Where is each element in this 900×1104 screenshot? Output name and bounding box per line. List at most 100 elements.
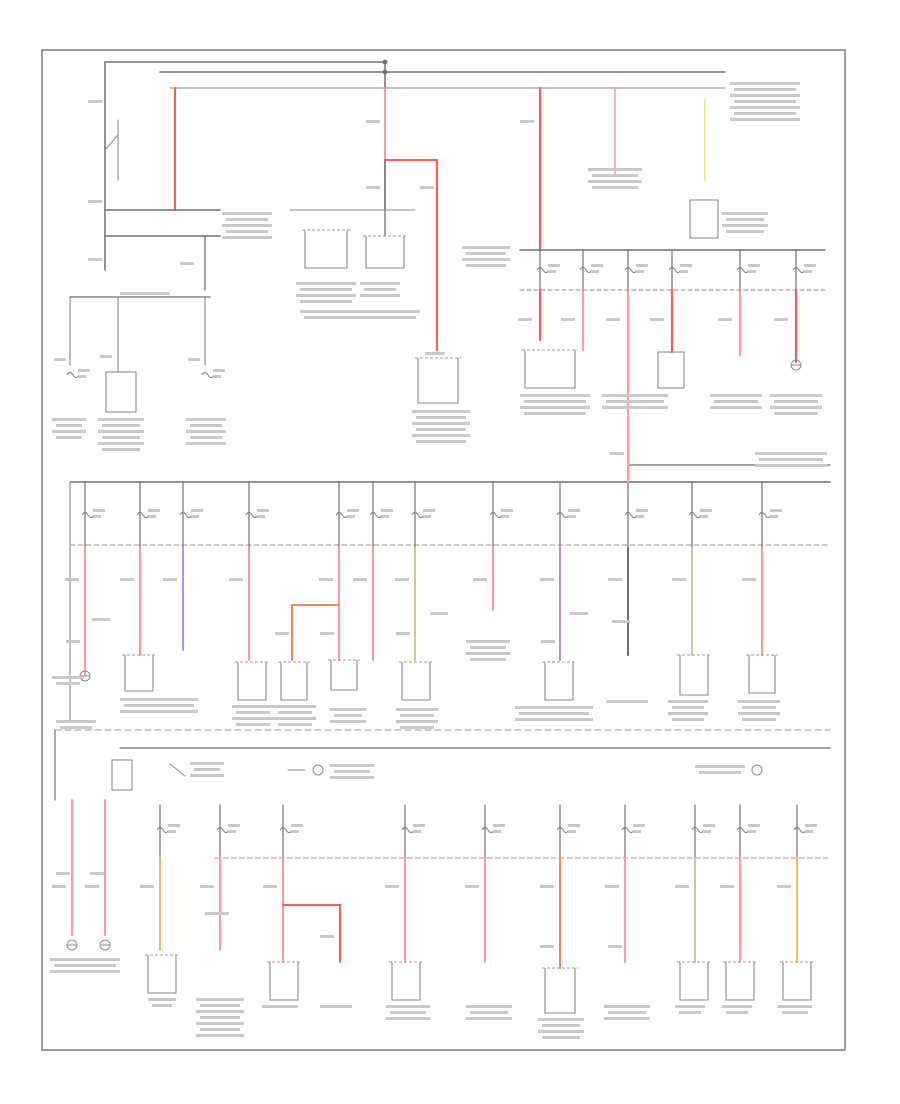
- label-blur: [774, 318, 788, 321]
- caption-mid-8: [466, 640, 510, 643]
- caption-left-2: [102, 448, 140, 451]
- fuse-curve: [156, 827, 170, 833]
- bot-fuse-10: [691, 824, 715, 833]
- caption-right-bus: [466, 252, 506, 255]
- label-blur: [675, 885, 689, 888]
- fuse-label-blur: [636, 264, 648, 267]
- caption-center-wide: [300, 310, 420, 313]
- label-blur: [163, 578, 177, 581]
- fuse-label-blur: [700, 515, 708, 518]
- mid-fuse-5: [335, 509, 359, 518]
- fuse-label-blur: [78, 369, 90, 372]
- caption-mid-7: [396, 708, 438, 711]
- label-blur: [395, 578, 409, 581]
- caption-mid-8: [470, 646, 506, 649]
- bottom-ground-2: [99, 939, 111, 951]
- connector-outline: [280, 662, 308, 701]
- caption-right-bus: [462, 258, 510, 261]
- fuse-label-blur: [748, 270, 756, 273]
- caption-relay-1: [592, 174, 638, 177]
- fuse-curve: [536, 267, 550, 273]
- label-blur: [366, 186, 380, 189]
- caption-bottom-6: [386, 1005, 430, 1008]
- caption-mid-6: [330, 708, 366, 711]
- label-blur: [90, 872, 104, 875]
- connector-outline: [748, 655, 776, 694]
- fuse-label-blur: [347, 515, 355, 518]
- fuse-label-blur: [591, 270, 599, 273]
- label-blur: [180, 262, 194, 265]
- fuse-label-blur: [700, 509, 712, 512]
- fuse-label-blur: [191, 509, 203, 512]
- label-blur: [425, 352, 445, 355]
- fuse-label-blur: [703, 830, 711, 833]
- fuse-label-blur: [291, 824, 303, 827]
- label-blur: [263, 885, 277, 888]
- mid-fuse-3: [179, 509, 203, 518]
- connector-outline: [124, 655, 154, 692]
- label-blur: [205, 912, 229, 915]
- fuse-label-blur: [680, 264, 692, 267]
- label-blur: [319, 578, 333, 581]
- label-blur: [120, 578, 134, 581]
- mid-component-5: [278, 661, 310, 701]
- caption-top-right: [730, 118, 800, 121]
- caption-right-4: [774, 412, 818, 415]
- fuse-label-blur: [228, 824, 240, 827]
- mid-fuse-8: [489, 509, 513, 518]
- fuse-curve: [579, 267, 593, 273]
- label-blur: [606, 318, 620, 321]
- fuse-label-blur: [257, 509, 269, 512]
- label-blur: [420, 186, 434, 189]
- fuse-curve: [489, 512, 503, 518]
- fuse-curve: [736, 827, 750, 833]
- switch-contact: [104, 134, 119, 151]
- fuse-curve: [369, 512, 383, 518]
- caption-right-3: [710, 394, 762, 397]
- label-blur: [540, 885, 554, 888]
- fuse-relay-box-1: [302, 229, 350, 269]
- caption-mid-9: [515, 718, 593, 721]
- caption-right-4: [774, 400, 818, 403]
- fuse-label-blur: [168, 830, 176, 833]
- caption-bottom-10: [675, 1005, 705, 1008]
- fuse-label-blur: [770, 515, 778, 518]
- connector-outline: [544, 968, 576, 1014]
- caption-right-bus: [462, 246, 510, 249]
- fuse-label-blur: [381, 515, 389, 518]
- caption-mid-9: [515, 706, 593, 709]
- fuse-label-blur: [548, 264, 560, 267]
- caption-mid-2: [124, 704, 194, 707]
- caption-bottom-1: [50, 970, 120, 973]
- label-blur: [56, 872, 70, 875]
- battery-caption: [222, 236, 272, 239]
- caption-bottom-switch: [194, 768, 220, 771]
- caption-center-1: [300, 288, 352, 291]
- fuse-label-blur: [493, 824, 505, 827]
- fuse-label-blur: [633, 830, 641, 833]
- fuse-label-blur: [568, 830, 576, 833]
- bottom-component-3: [145, 954, 179, 994]
- caption-left-1: [52, 418, 86, 421]
- fuse-label-blur: [805, 830, 813, 833]
- label-blur: [140, 885, 154, 888]
- fuse-curve: [179, 512, 193, 518]
- label-blur: [200, 885, 214, 888]
- caption-mid-7: [400, 714, 434, 717]
- caption-bottom-7: [466, 1017, 512, 1020]
- fuse-label-blur: [93, 515, 101, 518]
- fuse-label-blur: [423, 509, 435, 512]
- caption-center-1: [300, 300, 352, 303]
- caption-relay-1: [588, 180, 642, 183]
- label-blur: [650, 318, 664, 321]
- fuse-label-blur: [633, 824, 645, 827]
- relay-box-top: [689, 199, 719, 239]
- caption-bottom-9: [604, 1017, 650, 1020]
- caption-center-2: [364, 288, 396, 291]
- label-blur: [275, 632, 289, 635]
- caption-bottom-10: [679, 1011, 701, 1014]
- label-blur: [65, 578, 79, 581]
- caption-bottom-7: [470, 1011, 508, 1014]
- fuse-label-blur: [770, 509, 782, 512]
- diagram-frame: [41, 49, 846, 1051]
